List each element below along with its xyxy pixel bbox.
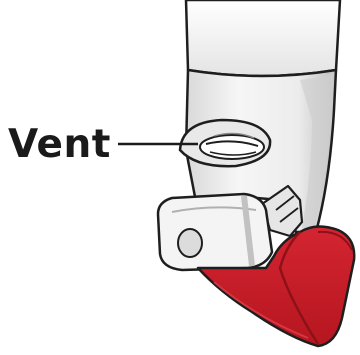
mouthpiece-opening: [178, 229, 202, 257]
canister-upper: [186, 0, 340, 76]
mouthpiece: [158, 194, 272, 270]
vent-label: Vent: [8, 123, 111, 167]
